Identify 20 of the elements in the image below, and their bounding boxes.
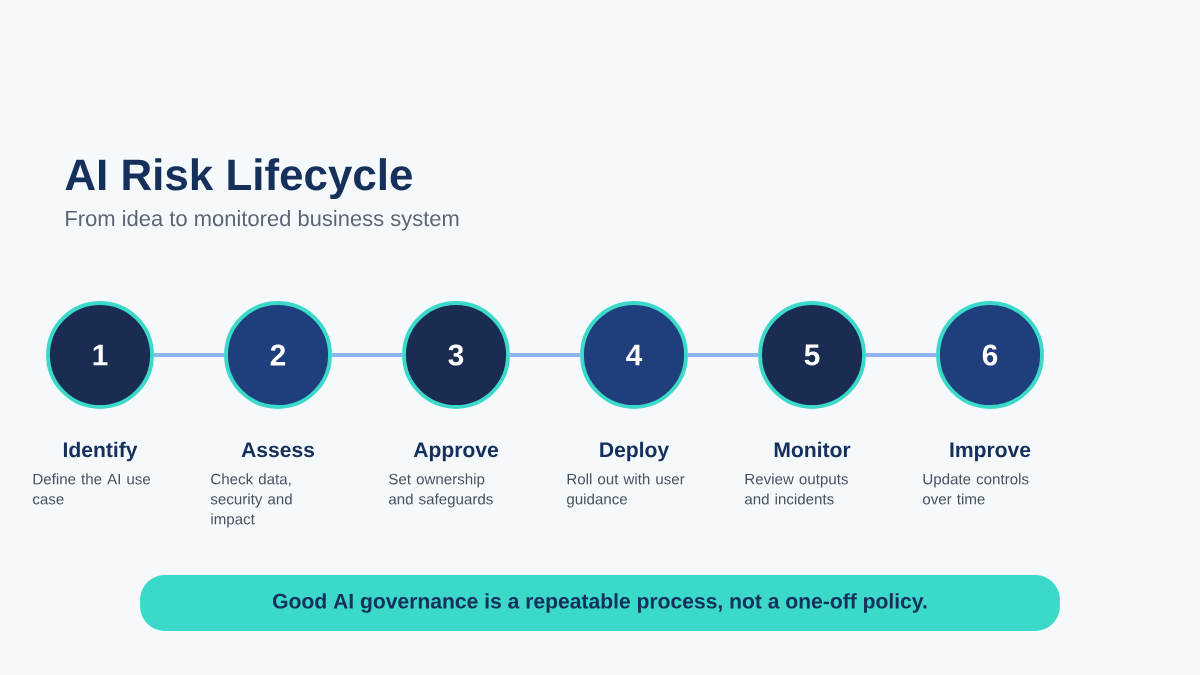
connector-line xyxy=(687,352,759,358)
step-description: Review outputs and incidents xyxy=(745,473,848,505)
connector-line xyxy=(509,352,581,358)
step-heading: Identify xyxy=(63,441,138,462)
step-heading: Improve xyxy=(950,442,1031,462)
step-heading: Assess xyxy=(241,442,315,458)
step-description: Set ownership and safeguards xyxy=(389,473,493,508)
step-description: Check data, security and impact xyxy=(210,473,292,528)
step-heading: Approve xyxy=(413,442,499,462)
step-description: Roll out with user guidance xyxy=(567,473,685,508)
subtitle: From idea to monitored business system xyxy=(66,210,459,231)
connector-line xyxy=(331,352,403,358)
connector-line xyxy=(865,352,937,358)
step-description: Update controls over time xyxy=(923,473,1029,505)
step-description: Define the AI use case xyxy=(33,473,151,505)
title: AI Risk Lifecycle xyxy=(65,158,412,200)
connector-line xyxy=(153,352,225,358)
step-heading: Deploy xyxy=(600,441,670,462)
banner: Good AI governance is a repeatable process, not a one-off policy. xyxy=(140,575,1060,631)
step-heading: Monitor xyxy=(774,441,851,458)
